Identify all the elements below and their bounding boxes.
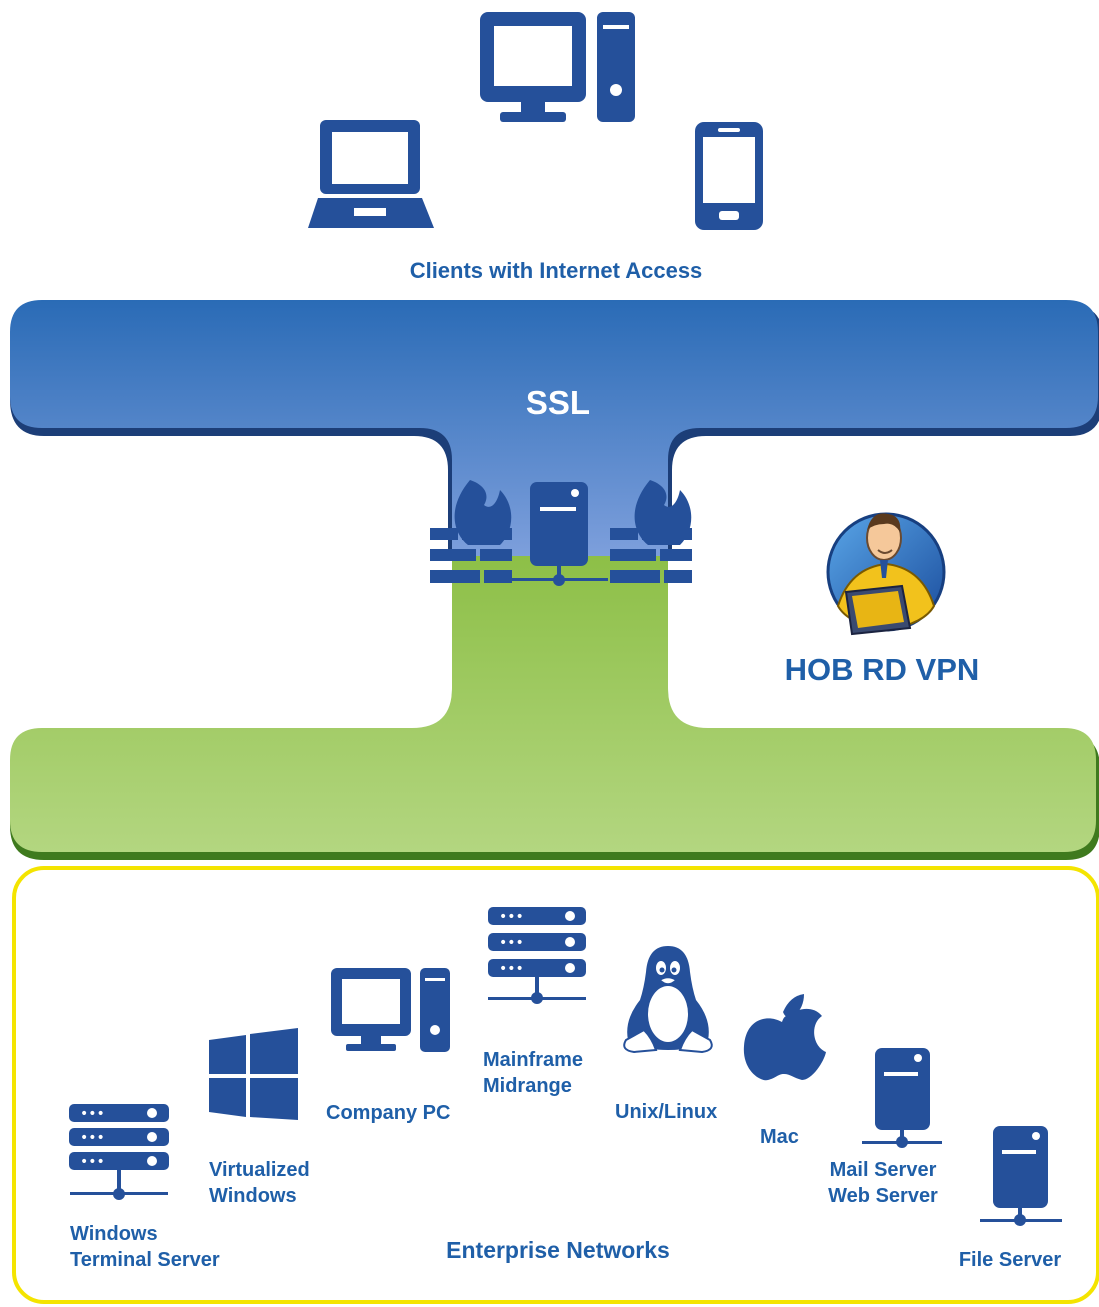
windows-terminal-server-label-1: Windows <box>70 1223 158 1245</box>
windows-terminal-server-label-2: Terminal Server <box>70 1249 220 1271</box>
firewall-left-icon <box>430 480 512 583</box>
apple-logo-icon <box>743 994 826 1081</box>
client-desktop-icon <box>480 12 635 122</box>
enterprise-networks-label: Enterprise Networks <box>446 1237 670 1263</box>
company-pc-label: Company PC <box>326 1102 450 1124</box>
mail-web-server-icon <box>862 1048 942 1148</box>
windows-logo-icon <box>209 1028 298 1120</box>
svg-text:•••: ••• <box>80 1106 105 1122</box>
virtualized-windows-label-1: Virtualized <box>209 1159 310 1181</box>
client-laptop-icon <box>308 120 434 228</box>
web-server-label: Web Server <box>828 1185 938 1207</box>
hob-mascot-logo <box>826 512 946 636</box>
clients-label: Clients with Internet Access <box>410 258 703 283</box>
mac-label: Mac <box>760 1126 799 1148</box>
virtualized-windows-label-2: Windows <box>209 1185 297 1207</box>
product-label: HOB RD VPN <box>785 652 980 687</box>
mainframe-label-1: Mainframe <box>483 1049 583 1071</box>
svg-text:•••: ••• <box>80 1154 105 1170</box>
ssl-band <box>10 300 1098 556</box>
mainframe-server-icon: ••• ••• ••• <box>488 907 586 1004</box>
enterprise-network-border <box>12 866 1099 1304</box>
firewall-right-icon <box>610 480 692 583</box>
file-server-label: File Server <box>959 1249 1062 1271</box>
gateway-server-icon <box>512 482 608 586</box>
svg-text:•••: ••• <box>499 909 524 925</box>
ssl-label: SSL <box>526 384 590 421</box>
mainframe-label-2: Midrange <box>483 1075 572 1097</box>
client-smartphone-icon <box>695 122 763 230</box>
windows-terminal-server-icon: ••• ••• ••• <box>69 1104 169 1200</box>
linux-penguin-icon <box>623 946 713 1054</box>
company-pc-icon <box>331 968 450 1052</box>
lan-band <box>10 556 1096 852</box>
svg-text:•••: ••• <box>499 935 524 951</box>
file-server-icon <box>980 1126 1062 1226</box>
svg-text:•••: ••• <box>499 961 524 977</box>
mail-server-label: Mail Server <box>830 1159 937 1181</box>
unix-linux-label: Unix/Linux <box>615 1101 717 1123</box>
svg-text:•••: ••• <box>80 1130 105 1146</box>
